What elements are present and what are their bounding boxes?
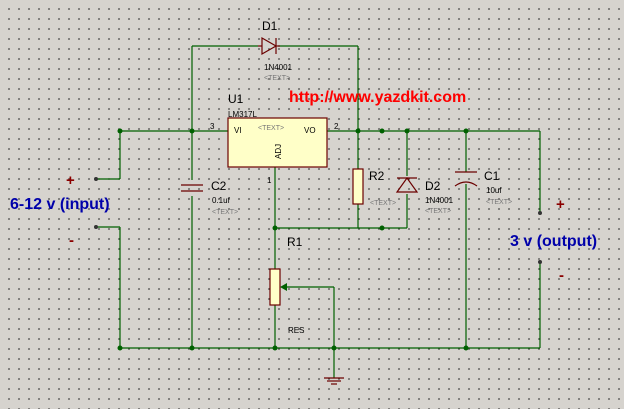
d2-value: 1N4001	[425, 196, 454, 205]
u1-pin3: 3	[210, 122, 215, 131]
u1-ref: U1	[228, 92, 244, 106]
c2-value: 0.1uf	[212, 196, 231, 205]
input-minus-sign: -	[69, 232, 74, 249]
c1-text: <TEXT>	[486, 199, 512, 206]
r2-ref: R2	[369, 169, 385, 183]
u1-text: <TEXT>	[258, 125, 284, 132]
output-minus-sign: -	[559, 267, 564, 284]
c2-text: <TEXT>	[212, 209, 238, 216]
u1-pin-vi: VI	[234, 126, 242, 135]
u1-part: LM317L	[228, 110, 257, 119]
junctions	[117, 128, 469, 351]
u1-pin1: 1	[267, 176, 272, 185]
input-terminals	[94, 177, 98, 229]
resistor-r2: R2 <TEXT>	[352, 168, 396, 207]
c2-ref: C2	[211, 179, 227, 193]
d1-text: <TEXT>	[264, 75, 290, 82]
r1-value: RES	[288, 326, 304, 335]
website-url: http://www.yazdkit.com	[289, 89, 466, 106]
capacitor-c2: C2 0.1uf <TEXT>	[181, 179, 238, 216]
regulator-u1: U1 LM317L <TEXT> VI VO ADJ 3 2 1	[210, 92, 339, 185]
c1-ref: C1	[484, 169, 500, 183]
d2-text: <TEXT>	[425, 208, 451, 215]
capacitor-c1: C1 10uf <TEXT>	[454, 169, 512, 206]
r2-text: <TEXT>	[370, 200, 396, 207]
u1-pin2: 2	[334, 122, 339, 131]
c1-value: 10uf	[486, 186, 502, 195]
potentiometer-r1: R1 RES	[269, 235, 304, 335]
output-terminals	[538, 211, 542, 264]
diode-d1: D1 1N4001 <TEXT>	[258, 19, 293, 82]
output-plus-sign: +	[556, 196, 565, 213]
output-voltage-label: 3 v (output)	[510, 233, 597, 250]
input-voltage-label: 6-12 v (input)	[10, 196, 110, 213]
d1-value: 1N4001	[264, 63, 293, 72]
ground-icon	[324, 377, 344, 385]
u1-pin-adj: ADJ	[274, 144, 283, 159]
u1-pin-vo: VO	[304, 126, 316, 135]
r1-ref: R1	[287, 235, 303, 249]
diode-d2: D2 1N4001 <TEXT>	[395, 176, 454, 215]
d1-ref: D1	[262, 19, 278, 33]
input-plus-sign: +	[66, 172, 75, 189]
d2-ref: D2	[425, 179, 441, 193]
